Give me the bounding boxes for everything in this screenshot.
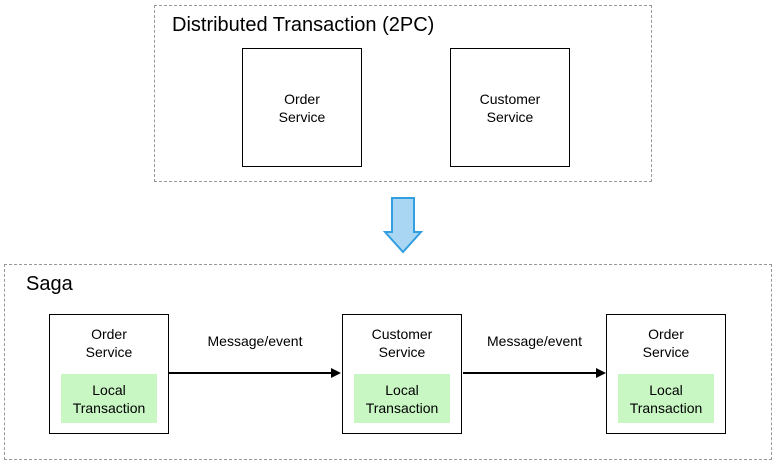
group-2pc-title: Distributed Transaction (2PC) xyxy=(172,14,435,36)
node-order-service-saga-1: Order Service Local Transaction xyxy=(49,314,169,434)
node-order-service-2pc: Order Service xyxy=(242,48,362,167)
node-order-service-2pc-label: Order Service xyxy=(278,90,326,125)
message-arrow-2-arrowhead-icon xyxy=(596,368,606,378)
node-customer-service-2pc: Customer Service xyxy=(450,48,570,167)
node-customer-service-saga-label: Customer Service xyxy=(371,326,433,360)
message-arrow-1-label: Message/event xyxy=(207,333,303,349)
local-transaction-box-2: Local Transaction xyxy=(354,374,450,423)
message-arrow-2-line xyxy=(463,372,596,374)
node-order-service-saga-2: Order Service Local Transaction xyxy=(606,314,726,434)
node-order-service-saga-1-label: Order Service xyxy=(85,326,133,360)
node-order-service-saga-2-label: Order Service xyxy=(642,326,690,360)
group-distributed-transaction-2pc: Distributed Transaction (2PC) Order Serv… xyxy=(154,5,652,182)
node-customer-service-saga: Customer Service Local Transaction xyxy=(342,314,462,434)
message-arrow-1-arrowhead-icon xyxy=(331,368,341,378)
node-customer-service-2pc-label: Customer Service xyxy=(479,90,541,125)
group-saga-title: Saga xyxy=(26,273,73,295)
down-arrow-icon xyxy=(383,197,423,254)
group-saga: Saga Order Service Local Transaction Mes… xyxy=(4,264,772,460)
message-arrow-1-line xyxy=(169,372,331,374)
local-transaction-box-1: Local Transaction xyxy=(61,374,157,423)
message-arrow-2-label: Message/event xyxy=(487,333,582,349)
local-transaction-box-3: Local Transaction xyxy=(618,374,714,423)
